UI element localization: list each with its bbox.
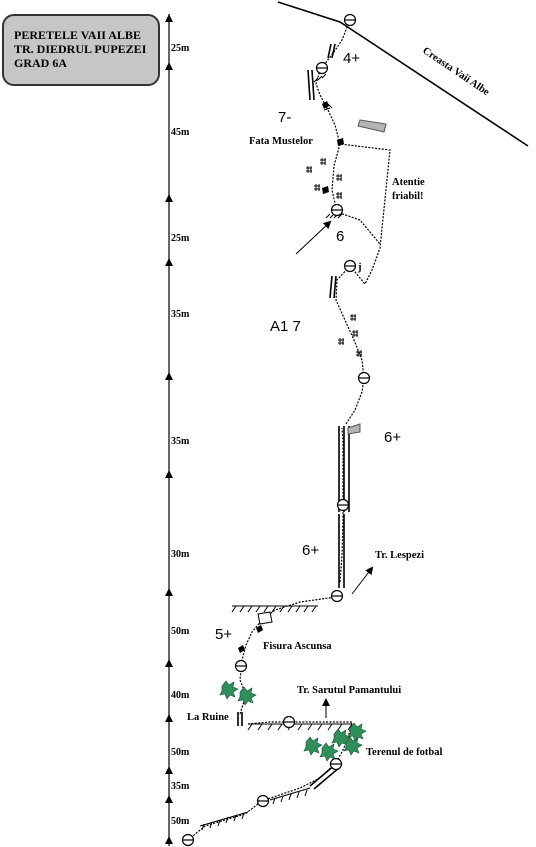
pitch-length-10: 35m xyxy=(171,781,190,792)
belay-station-10 xyxy=(329,757,343,771)
title-line-route: TR. DIEDRUL PUPEZEI xyxy=(14,42,147,56)
grade-6plus-lower: 6+ xyxy=(302,542,319,559)
arrows xyxy=(295,220,374,718)
label-fata-mustelor: Fata Mustelor xyxy=(249,136,313,147)
pitch-length-11: 50m xyxy=(171,816,190,827)
belay-station-12 xyxy=(181,833,195,847)
grade-6plus-upper: 6+ xyxy=(384,429,401,446)
belay-station-1 xyxy=(343,13,357,27)
belay-station-11 xyxy=(256,794,270,808)
vegetation xyxy=(219,680,367,762)
pitch-length-1: 25m xyxy=(171,43,190,54)
ledges xyxy=(199,73,353,831)
belay-station-4 xyxy=(343,259,357,273)
ridge-line xyxy=(277,1,529,147)
dihedrals xyxy=(237,43,350,790)
belay-station-5 xyxy=(357,371,371,385)
scale-ticks xyxy=(165,14,173,844)
belay-station-6 xyxy=(336,498,350,512)
pitch-length-labels: 25m 45m 25m 35m 35m 30m 50m 40m 50m 35m … xyxy=(171,43,190,827)
grade-7minus: 7- xyxy=(278,109,291,126)
label-j: j xyxy=(357,262,362,273)
arrow-tr-lespezi xyxy=(351,566,374,595)
label-friabil: friabil! xyxy=(392,191,424,202)
belay-station-7 xyxy=(330,589,344,603)
pitch-length-5: 35m xyxy=(171,436,190,447)
pitch-length-8: 40m xyxy=(171,690,190,701)
pitch-length-2: 45m xyxy=(171,127,190,138)
title-line-grade: GRAD 6A xyxy=(14,56,67,70)
label-fisura-ascunsa: Fisura Ascunsa xyxy=(263,641,332,652)
pitch-length-7: 50m xyxy=(171,626,190,637)
rock-blocks xyxy=(257,119,387,625)
belay-station-9 xyxy=(282,715,296,729)
belay-station-3 xyxy=(330,203,344,217)
pitch-length-3: 25m xyxy=(171,233,190,244)
label-tr-sarutul: Tr. Sarutul Pamantului xyxy=(297,685,401,696)
belay-station-2 xyxy=(315,61,329,75)
label-tr-lespezi: Tr. Lespezi xyxy=(375,550,424,561)
arrow-to-belay-6 xyxy=(295,220,332,255)
grade-a1-7: A1 7 xyxy=(270,318,301,335)
pitch-length-9: 50m xyxy=(171,747,190,758)
label-la-ruine: La Ruine xyxy=(187,712,229,723)
belays xyxy=(181,13,371,847)
label-terenul-de-fotbal: Terenul de fotbal xyxy=(366,747,443,758)
title-line-wall: PERETELE VAII ALBE xyxy=(14,28,141,42)
annotation-labels: Fata Mustelor Atentie friabil! j Tr. Les… xyxy=(187,136,443,758)
grade-labels: 4+ 7- 6 A1 7 6+ 6+ 5+ xyxy=(215,50,401,643)
grade-5plus: 5+ xyxy=(215,626,232,643)
grade-4plus: 4+ xyxy=(343,50,360,67)
pitch-length-6: 30m xyxy=(171,549,190,560)
bolts xyxy=(306,158,362,357)
belay-station-8 xyxy=(234,659,248,673)
pitons xyxy=(238,101,344,653)
label-atentie: Atentie xyxy=(392,177,425,188)
route-title-box: PERETELE VAII ALBE TR. DIEDRUL PUPEZEI G… xyxy=(2,14,160,86)
pitch-length-4: 35m xyxy=(171,309,190,320)
ridge-label: Creasta Vaii Albe xyxy=(420,45,491,98)
grade-6: 6 xyxy=(336,228,344,245)
